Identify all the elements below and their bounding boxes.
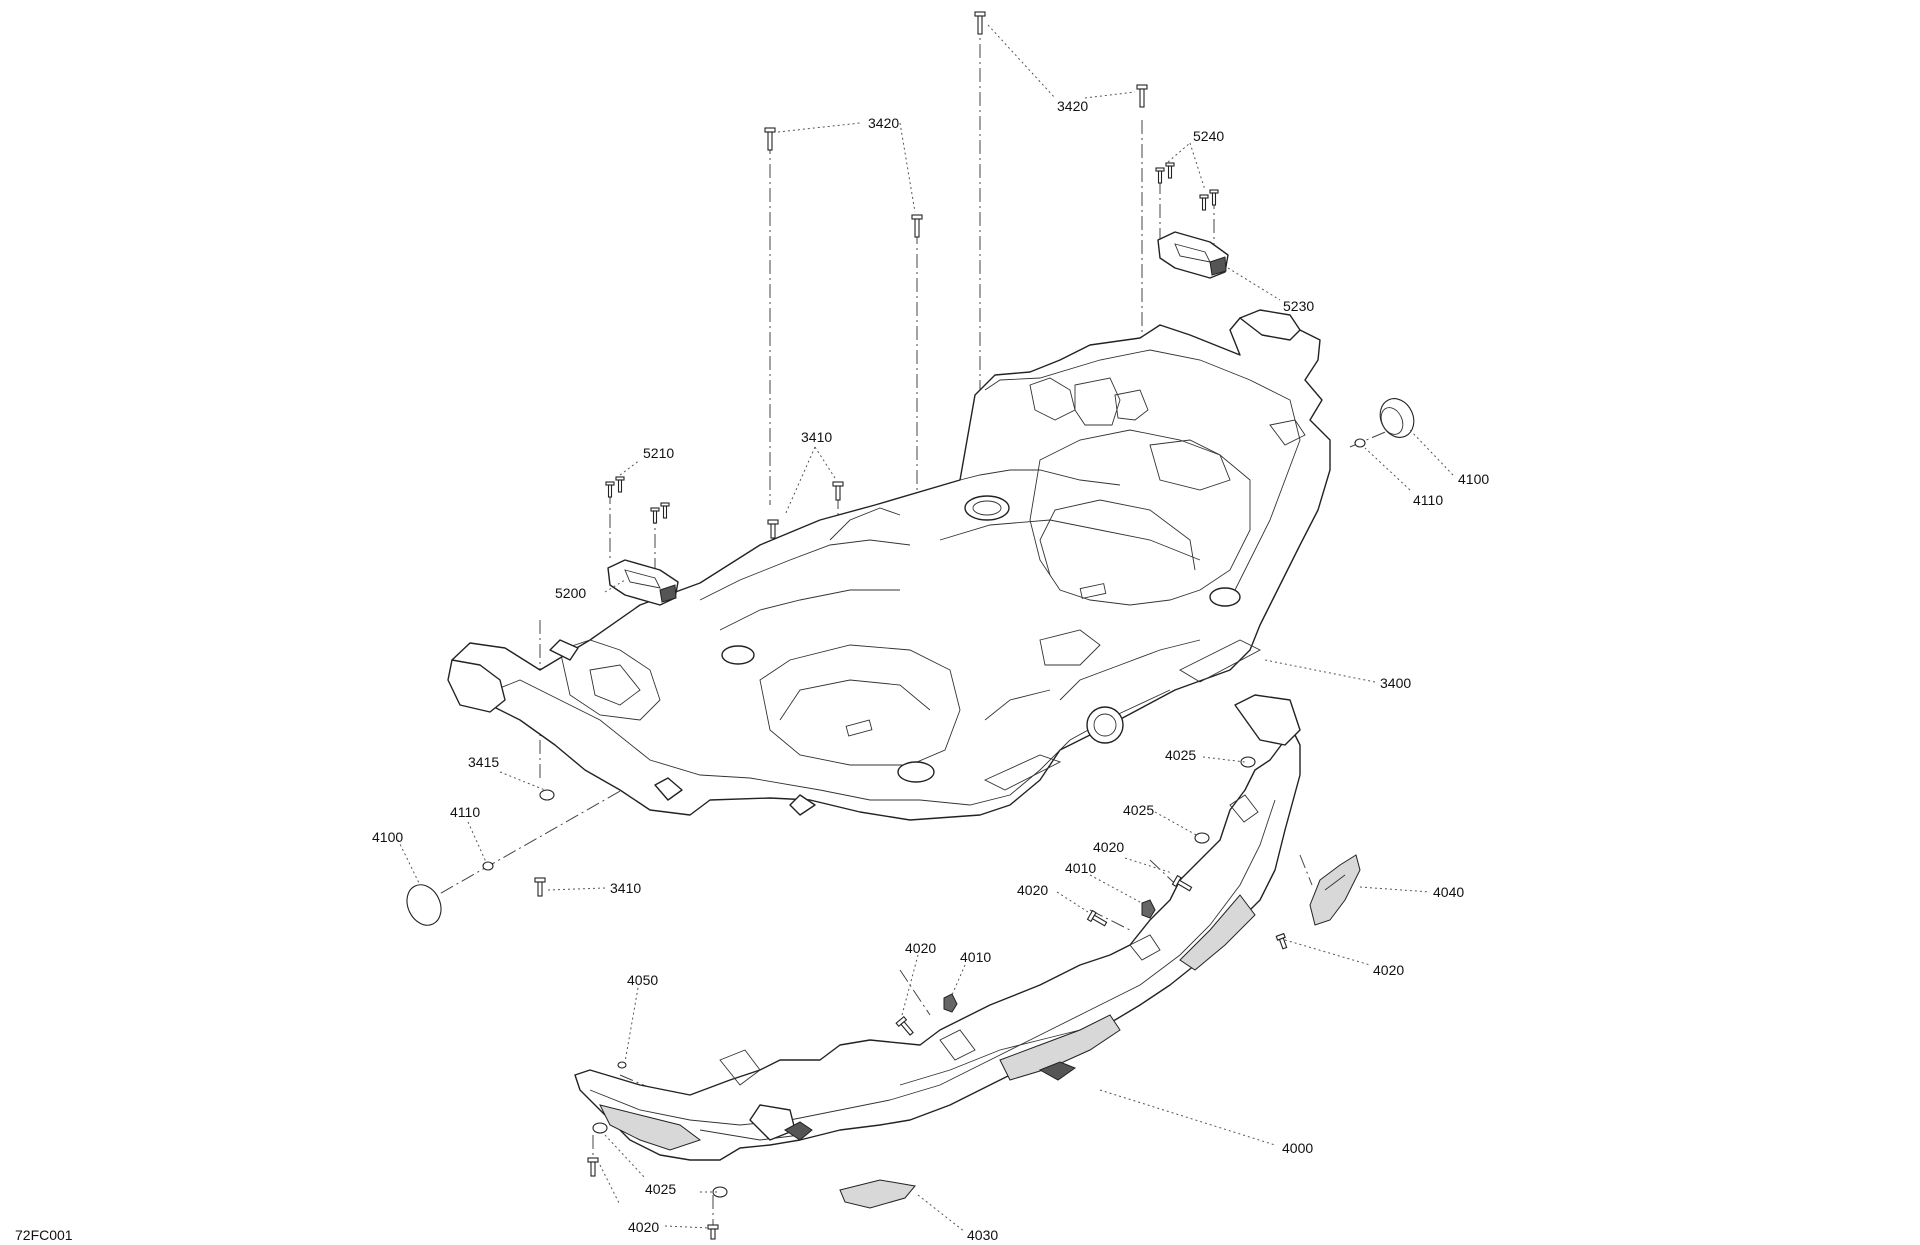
callout-4025-mid: 4025 xyxy=(1123,802,1154,818)
callout-4020-b: 4020 xyxy=(1017,882,1048,898)
callout-4030: 4030 xyxy=(967,1227,998,1243)
lower-guard-4030 xyxy=(839,1179,916,1209)
side-guard-4040 xyxy=(1309,854,1361,926)
callout-4020-e: 4020 xyxy=(628,1219,659,1235)
callout-5210: 5210 xyxy=(643,445,674,461)
callout-3410-bottom: 3410 xyxy=(610,880,641,896)
callout-3420-mid: 3420 xyxy=(868,115,899,131)
callout-4110-left: 4110 xyxy=(450,804,480,820)
callout-5230: 5230 xyxy=(1283,298,1314,314)
drawing-code: 72FC001 xyxy=(15,1227,73,1243)
callout-4110-right: 4110 xyxy=(1413,492,1443,508)
callout-4000: 4000 xyxy=(1282,1140,1313,1156)
callout-4050: 4050 xyxy=(627,972,658,988)
washers-nuts-clips xyxy=(482,438,1366,1198)
callout-3400: 3400 xyxy=(1380,675,1411,691)
callout-4010-b: 4010 xyxy=(960,949,991,965)
cap-4100-right xyxy=(1379,398,1415,438)
callout-4020-a: 4020 xyxy=(1093,839,1124,855)
callout-3410-top: 3410 xyxy=(801,429,832,445)
callout-5240: 5240 xyxy=(1193,128,1224,144)
screw-hardware xyxy=(534,11,1288,1240)
callout-3415: 3415 xyxy=(468,754,499,770)
callout-3420-top: 3420 xyxy=(1057,98,1088,114)
callout-4020-c: 4020 xyxy=(1373,962,1404,978)
skid-plate-3400 xyxy=(447,309,1331,821)
callout-4020-d: 4020 xyxy=(905,940,936,956)
callout-5200: 5200 xyxy=(555,585,586,601)
callout-4025-right: 4025 xyxy=(1165,747,1196,763)
bracket-5230 xyxy=(1157,231,1229,279)
front-bumper-4000 xyxy=(574,694,1301,1161)
cap-4100-left xyxy=(406,884,442,926)
callout-4040: 4040 xyxy=(1433,884,1464,900)
callout-4025-left: 4025 xyxy=(645,1181,676,1197)
leader-lines xyxy=(397,24,1454,1233)
callout-4100-left: 4100 xyxy=(372,829,403,845)
callout-4100-right: 4100 xyxy=(1458,471,1489,487)
callout-labels: 3420 3420 3420 5240 5230 3410 5210 5200 … xyxy=(372,98,1489,1243)
bracket-5200 xyxy=(607,559,679,606)
callout-4010-a: 4010 xyxy=(1065,860,1096,876)
